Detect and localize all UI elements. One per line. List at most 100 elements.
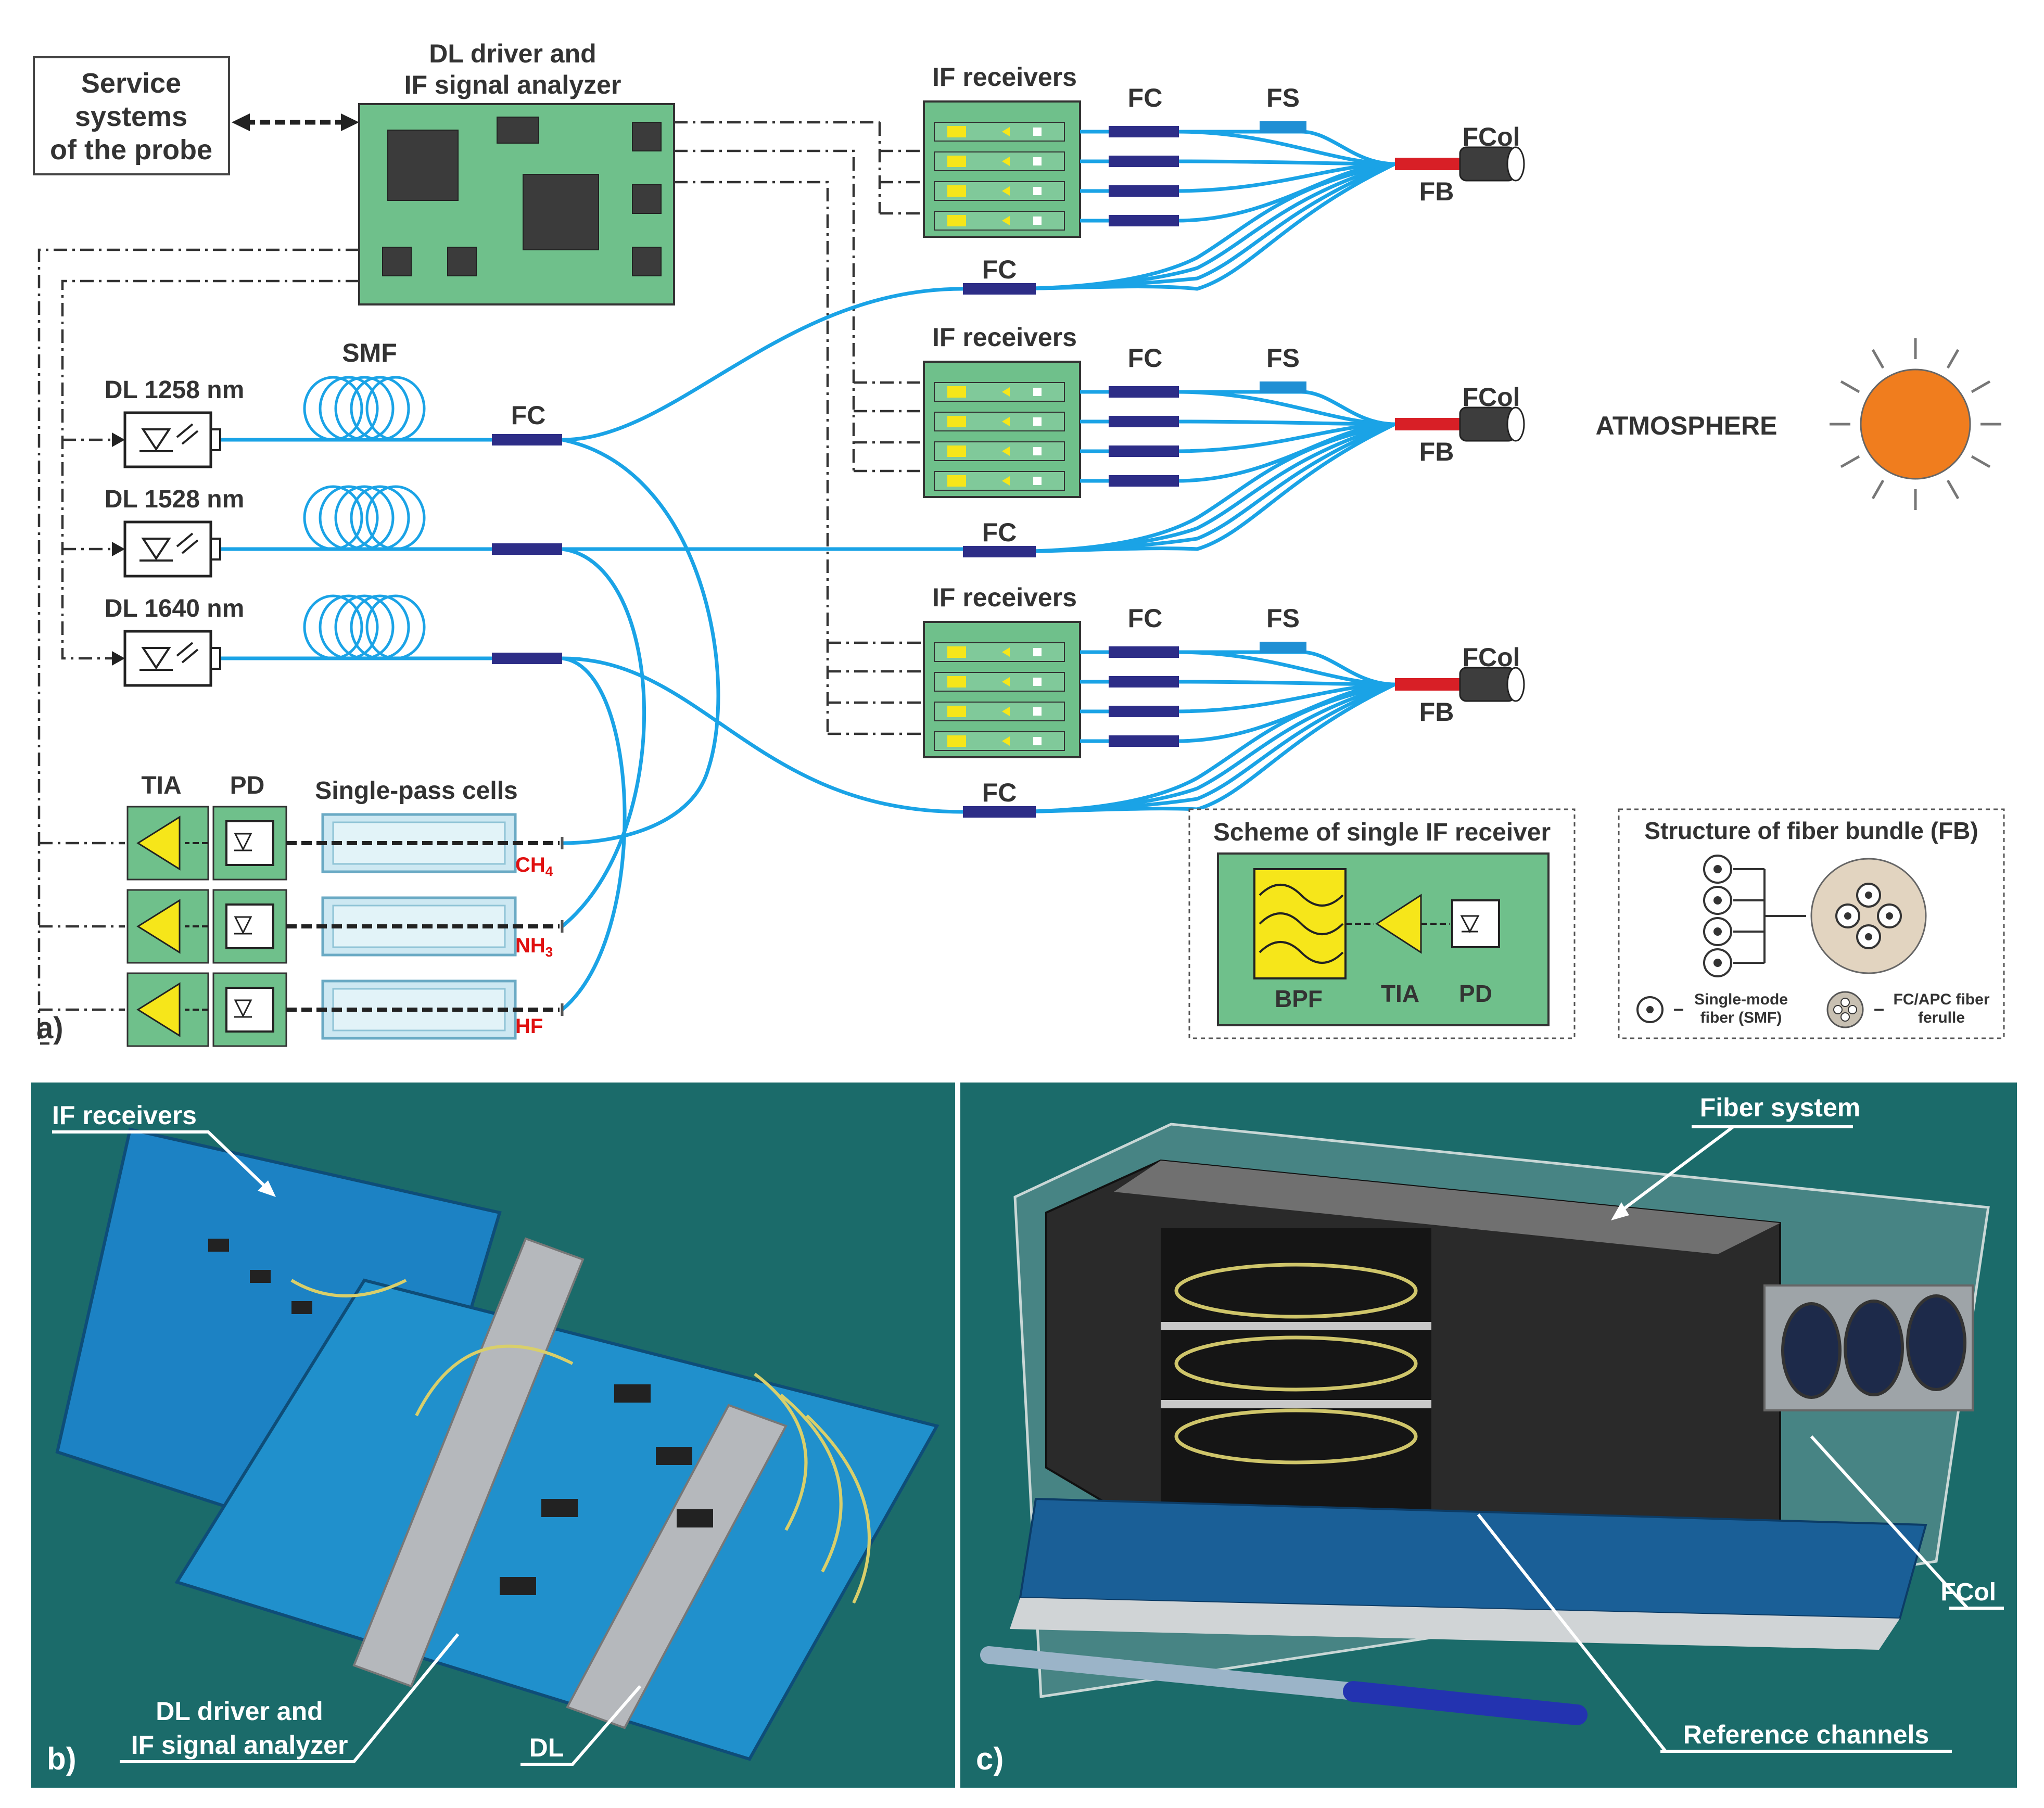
smf-coil	[365, 594, 426, 660]
chip-icon	[382, 247, 412, 276]
fc-label: FC	[982, 778, 1017, 807]
control-line	[674, 121, 924, 215]
panel-a: Service systems of the probe DL driver a…	[33, 39, 2005, 1047]
fiber-coupler	[1109, 126, 1179, 137]
fiber-coupler	[1109, 215, 1179, 226]
fs-label: FS	[1266, 83, 1300, 112]
receiver-pd-icon	[1033, 477, 1042, 485]
emission-arrows	[176, 423, 199, 445]
pd-icon	[225, 903, 274, 949]
fiber-coupler	[1109, 156, 1179, 167]
laser-diode-icon	[123, 630, 212, 687]
arrowhead	[112, 432, 125, 447]
smf-coil	[350, 485, 410, 551]
control-bus	[37, 248, 359, 1045]
smf-coil	[334, 594, 395, 660]
receiver-bpf-icon	[947, 156, 966, 167]
panel-b-label: b)	[47, 1741, 77, 1776]
if-receivers-label: IF receivers	[932, 583, 1077, 612]
receiver-pd-icon	[1033, 128, 1042, 136]
fc-label: FC	[982, 255, 1017, 284]
fcol-collimator	[1459, 146, 1516, 182]
arrowhead-right	[341, 113, 359, 131]
single-pass-cells	[126, 806, 564, 1047]
receiver-bpf-icon	[947, 215, 966, 226]
smf-legend-2: fiber (SMF)	[1700, 1009, 1782, 1026]
smf-coil	[334, 485, 395, 551]
panel-b-photo: IF receivers DL driver and IF signal ana…	[31, 1083, 955, 1788]
diode-icon	[141, 538, 171, 561]
diode-icon	[234, 999, 252, 1018]
fiber	[1176, 130, 1395, 166]
receiver-bpf-icon	[947, 475, 966, 487]
receiver-pd-icon	[1033, 187, 1042, 195]
dl-1640-label: DL 1640 nm	[105, 595, 245, 622]
dl-driver-board: DL driver and IF signal analyzer	[358, 39, 675, 305]
receiver-pd-icon	[1033, 417, 1042, 426]
fcol-collimator	[1459, 406, 1516, 442]
chip-icon	[632, 184, 662, 214]
fiber-coupler	[963, 283, 1036, 295]
receiver-rows	[934, 122, 1065, 751]
receiver-row	[934, 122, 1065, 142]
photo-b-driver-1: DL driver and	[156, 1697, 323, 1726]
smf-coil	[303, 376, 363, 441]
photo-c-fcol: FCol	[1940, 1578, 1996, 1606]
receiver-tia-icon	[1002, 677, 1010, 686]
smf-coil	[303, 485, 363, 551]
ferrule-legend-1: FC/APC fiber	[1893, 991, 1989, 1008]
tia-icon	[136, 816, 181, 871]
photo-b-driver-2: IF signal analyzer	[131, 1730, 348, 1760]
gas-cell-inner	[332, 905, 506, 948]
receiver-bpf-icon	[947, 445, 966, 457]
photo-c-reference: Reference channels	[1683, 1720, 1929, 1749]
fcol-lens	[1506, 146, 1525, 182]
driver-label-1: DL driver and	[429, 39, 596, 68]
smf-coils	[303, 376, 426, 660]
laser-diodes	[112, 411, 221, 687]
receiver-pd-icon	[1033, 648, 1042, 656]
service-label-2: systems	[75, 101, 187, 132]
fiber-bundle	[1395, 418, 1460, 430]
ch4-label: CH4	[515, 854, 553, 879]
receiver-bpf-icon	[947, 646, 966, 658]
fc-label: FC	[1128, 83, 1163, 112]
driver-label-2: IF signal analyzer	[404, 70, 621, 99]
laser-diode-icon	[123, 411, 212, 468]
smf-coil	[303, 594, 363, 660]
scheme-single-if-receiver: Scheme of single IF receiver BPF TIA PD	[1188, 808, 1576, 1039]
fcol-lens	[1506, 667, 1525, 702]
fiber-bundle	[1395, 158, 1460, 170]
control-line	[674, 181, 924, 735]
fiber	[999, 162, 1396, 291]
receiver-tia-icon	[1002, 127, 1010, 136]
gas-cell-inner	[332, 988, 506, 1032]
sun-icon	[1830, 338, 2001, 510]
fs-splitter	[1260, 121, 1306, 133]
diode-icon	[234, 833, 252, 851]
receiver-pd-icon	[1033, 388, 1042, 396]
fiber-coupler	[492, 653, 562, 664]
chip-icon	[523, 174, 599, 250]
photo-c-fiber-system: Fiber system	[1700, 1093, 1860, 1122]
fcol-label: FCol	[1462, 643, 1520, 672]
fiber	[1176, 650, 1395, 686]
fiber	[999, 422, 1396, 554]
receiver-bpf-icon	[947, 185, 966, 197]
pd-icon	[225, 987, 274, 1033]
pd-label: PD	[230, 772, 265, 799]
receiver-pd-icon	[1033, 678, 1042, 686]
receiver-tia-icon	[1002, 447, 1010, 456]
photo-b-dl: DL	[529, 1733, 564, 1762]
fb-label: FB	[1419, 437, 1454, 466]
fc-label: FC	[982, 518, 1017, 547]
fiber-coupler	[1109, 706, 1179, 717]
smf-legend-dash: –	[1673, 998, 1684, 1019]
laser-port	[210, 428, 221, 451]
receiver-bpf-icon	[947, 676, 966, 687]
fiber	[561, 656, 627, 1011]
fs-splitter	[1260, 381, 1306, 393]
fb-label: FB	[1419, 697, 1454, 727]
fiber	[562, 438, 720, 845]
